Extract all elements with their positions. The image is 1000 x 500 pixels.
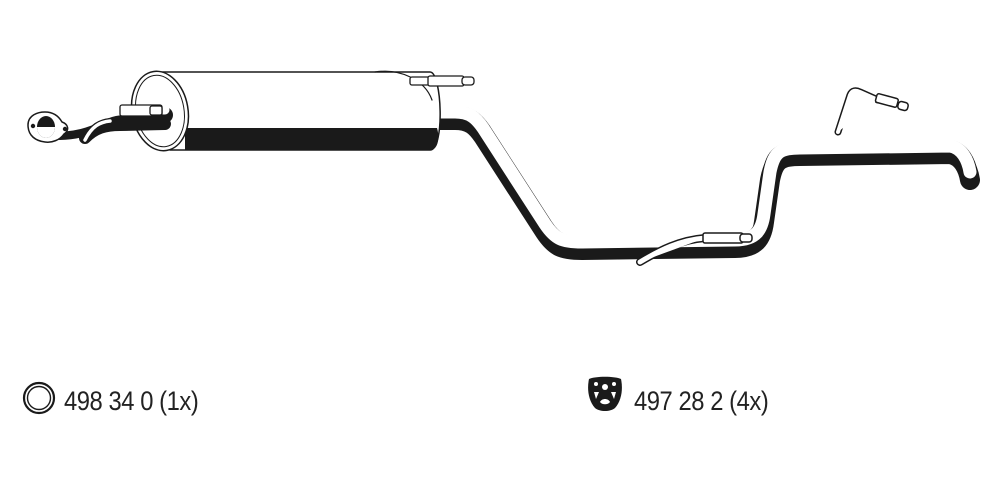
hanger-rod-mid	[636, 232, 753, 266]
hanger-rod-rear	[834, 87, 909, 136]
rubber-hanger-icon	[588, 376, 622, 411]
inlet-pipe	[27, 104, 173, 144]
sealing-ring-icon	[22, 381, 56, 415]
hanger-rod-muffler	[409, 75, 475, 87]
rear-pipe	[420, 105, 980, 260]
part-number-label: 497 28 2 (4x)	[634, 386, 769, 416]
muffler	[130, 70, 475, 152]
part-number-label: 498 34 0 (1x)	[64, 386, 199, 416]
